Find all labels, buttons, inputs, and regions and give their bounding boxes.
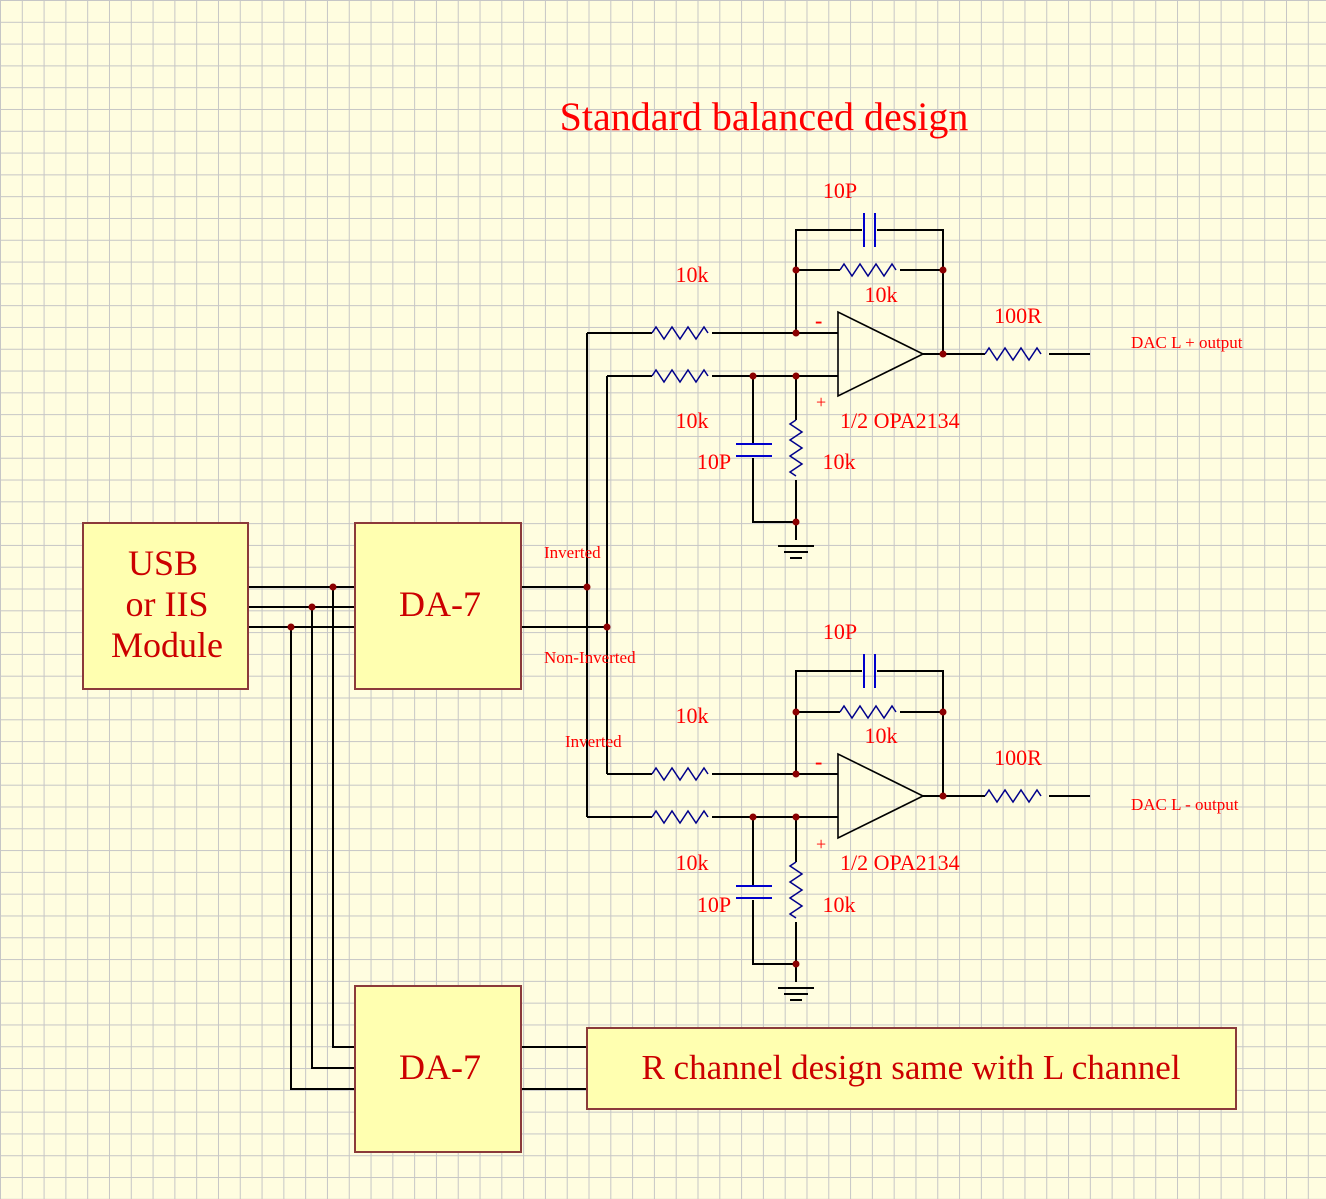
shunt-res-label: 10k <box>823 892 856 917</box>
shunt-cap-label: 10P <box>697 892 731 917</box>
opamp-minus-sign: - <box>815 749 822 774</box>
output-label: DAC L - output <box>1131 795 1239 814</box>
r-channel-label: R channel design same with L channel <box>641 1048 1180 1087</box>
input-res-inv-label: 10k <box>676 262 709 287</box>
opamp-label: 1/2 OPA2134 <box>840 408 960 433</box>
input-res-inv-label: 10k <box>676 703 709 728</box>
signal-routing: Inverted Non-Inverted Inverted <box>248 333 636 1090</box>
shunt-res-label: 10k <box>823 449 856 474</box>
feedback-cap-label: 10P <box>823 178 857 203</box>
input-res-noninv-label: 10k <box>676 408 709 433</box>
feedback-res-label: 10k <box>865 282 898 307</box>
opamp-plus-sign: + <box>816 834 826 854</box>
opamp-minus-sign: - <box>815 308 822 333</box>
usb-module-line-3: Module <box>111 625 223 665</box>
output-res-label: 100R <box>994 745 1042 770</box>
opamp-plus-sign: + <box>816 392 826 412</box>
output-res-label: 100R <box>994 303 1042 328</box>
inverted-label: Inverted <box>565 732 622 751</box>
dac-block-label: DA-7 <box>399 584 481 624</box>
dac-block-top: DA-7 <box>354 522 522 690</box>
amp-stage-minus: 10P 10k 10k 10k 10P 10k 100R 1/2 OPA2134… <box>587 619 1239 1001</box>
shunt-cap-label: 10P <box>697 449 731 474</box>
feedback-cap-label: 10P <box>823 619 857 644</box>
output-label: DAC L + output <box>1131 333 1243 352</box>
feedback-res-label: 10k <box>865 723 898 748</box>
dac-block-label: DA-7 <box>399 1047 481 1087</box>
usb-module-block: USB or IIS Module <box>82 522 249 690</box>
input-res-noninv-label: 10k <box>676 850 709 875</box>
non-inverted-label: Non-Inverted <box>544 648 636 667</box>
dac-block-bottom: DA-7 <box>354 985 522 1153</box>
diagram-title: Standard balanced design <box>560 94 969 139</box>
usb-module-line-1: USB <box>128 543 198 583</box>
inverted-label: Inverted <box>544 543 601 562</box>
opamp-label: 1/2 OPA2134 <box>840 850 960 875</box>
usb-module-line-2: or IIS <box>126 584 209 624</box>
amp-stage-plus: 10P 10k 10k 10k 10P 10k 100R 1/2 OPA2134… <box>587 178 1243 559</box>
r-channel-block: R channel design same with L channel <box>586 1027 1237 1110</box>
